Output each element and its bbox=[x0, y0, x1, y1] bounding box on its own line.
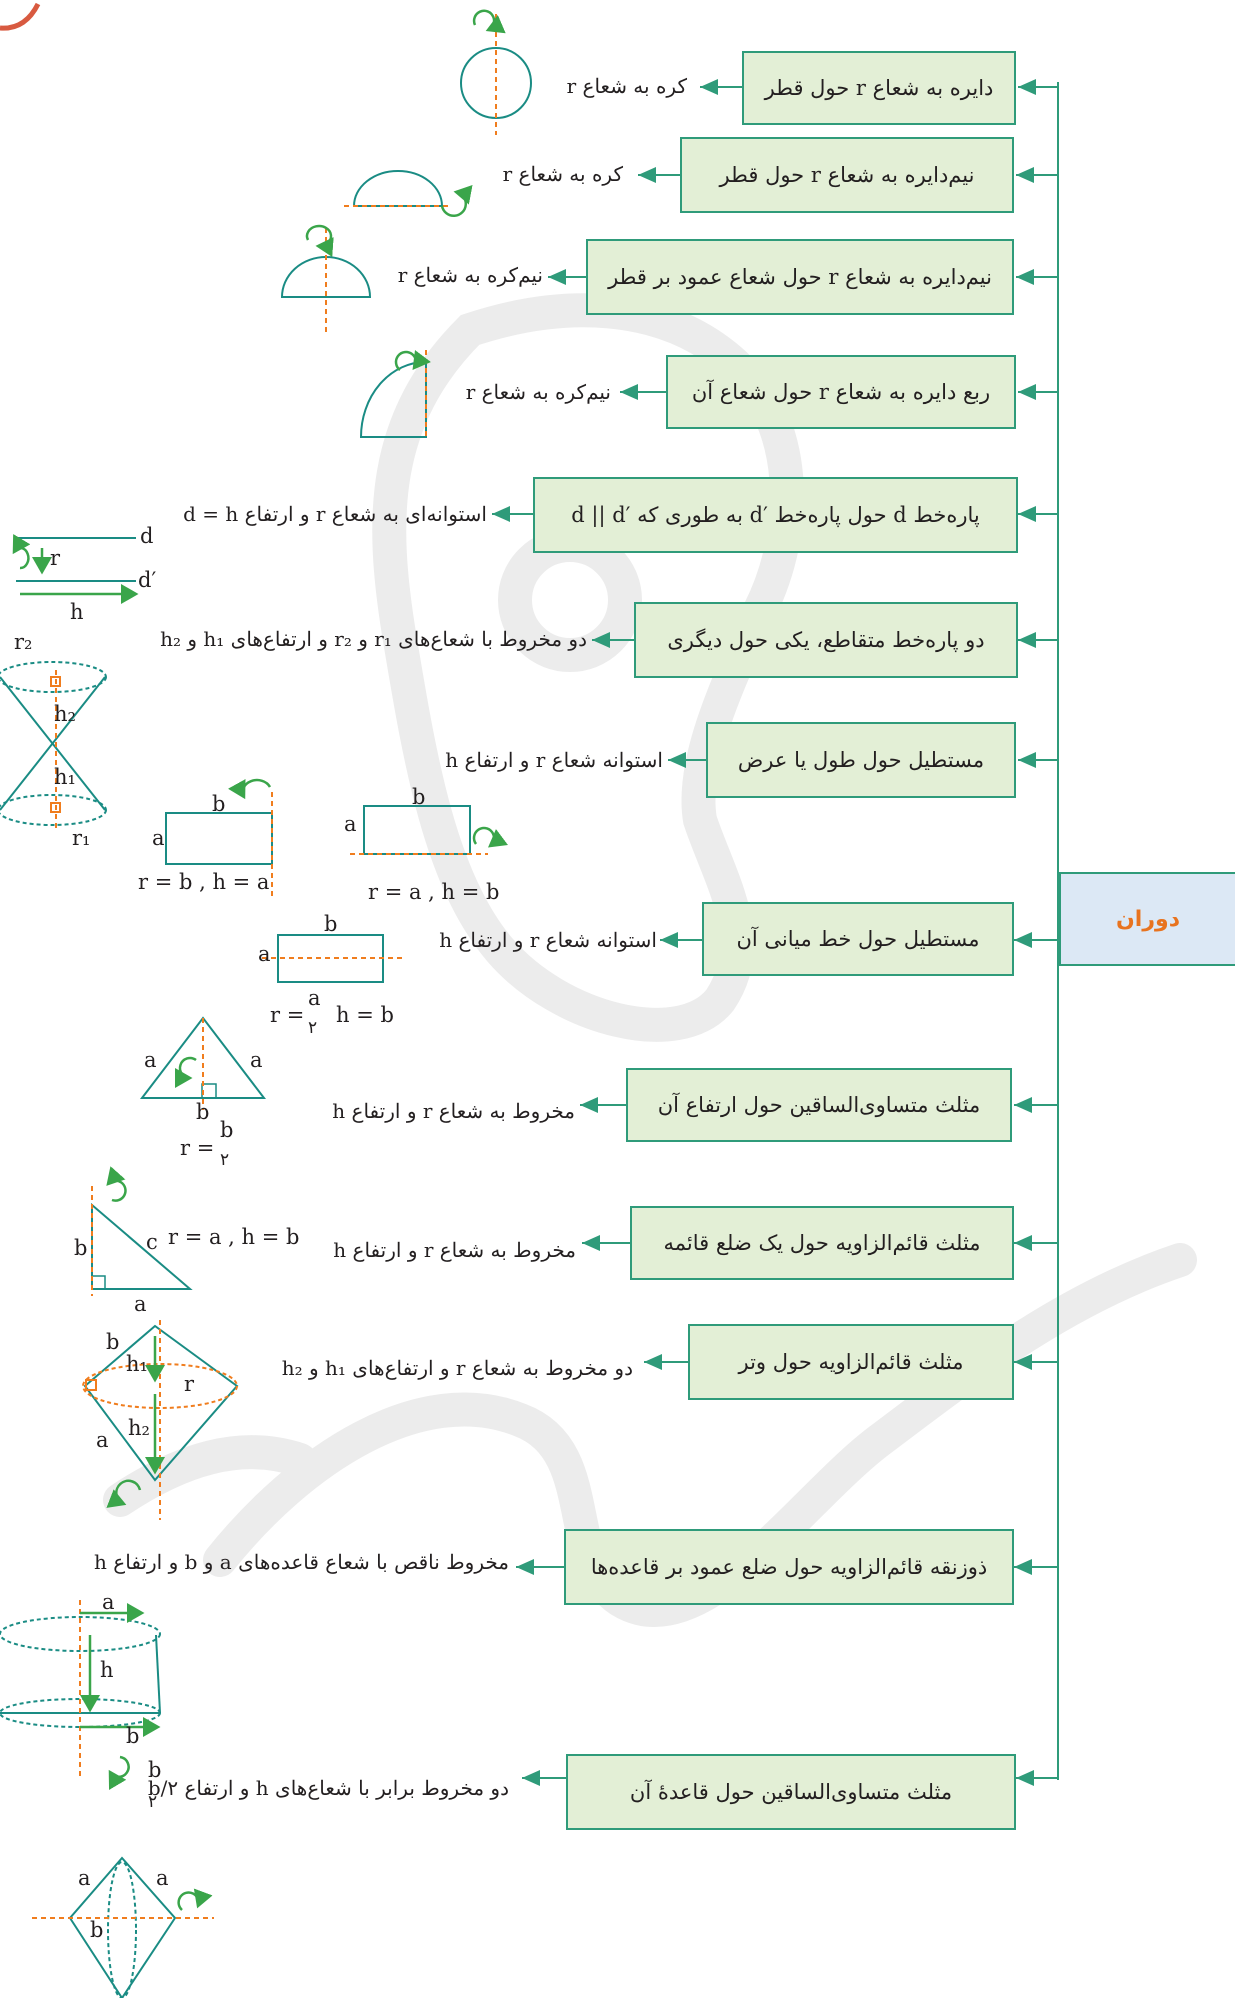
root-node: دوران bbox=[1059, 872, 1235, 966]
mid-r: r = bbox=[270, 1003, 305, 1027]
rect2-equation: r = a , h = b bbox=[368, 880, 500, 904]
mid-frac-den: ۲ bbox=[308, 1018, 318, 1038]
label-r: r bbox=[184, 1372, 195, 1396]
result-text-2: کره به شعاع r bbox=[502, 162, 623, 186]
rect1-equation: r = b , h = a bbox=[138, 870, 270, 894]
last-frac-num: b bbox=[148, 1758, 162, 1782]
rule-text: مستطیل حول طول یا عرض bbox=[737, 748, 985, 772]
mid-frac-num: a bbox=[308, 986, 321, 1010]
quarter-circle-shape bbox=[359, 360, 427, 438]
result-text-10: مخروط به شعاع r و ارتفاع h bbox=[333, 1238, 576, 1262]
rule-box-7: مستطیل حول طول یا عرض bbox=[706, 722, 1016, 798]
label-h2: h₂ bbox=[128, 1416, 150, 1440]
half-disk-shape bbox=[280, 256, 372, 298]
label-b: b bbox=[90, 1918, 104, 1942]
rule-text: نیم‌دایره به شعاع r حول شعاع عمود بر قطر bbox=[608, 265, 992, 289]
result-text-6: دو مخروط با شعاع‌های r₁ و r₂ و ارتفاع‌ها… bbox=[160, 627, 587, 651]
result-text-1: کره به شعاع r bbox=[566, 74, 687, 98]
label-b: b bbox=[212, 792, 226, 816]
result-text-3: نیم‌کره به شعاع r bbox=[397, 263, 543, 287]
right-equation: r = a , h = b bbox=[168, 1225, 300, 1249]
root-label: دوران bbox=[1116, 906, 1180, 932]
rule-text: مثلث قائم‌الزاویه حول وتر bbox=[738, 1350, 964, 1374]
rule-text: پاره‌خط d حول پاره‌خط ′d به طوری که ′d |… bbox=[571, 503, 980, 527]
result-text-5: استوانه‌ای به شعاع r و ارتفاع d = h bbox=[183, 502, 487, 526]
label-r2: r₂ bbox=[14, 630, 33, 654]
rule-box-2: نیم‌دایره به شعاع r حول قطر bbox=[680, 137, 1014, 213]
rule-text: نیم‌دایره به شعاع r حول قطر bbox=[719, 163, 975, 187]
rule-text: مثلث متساوی‌الساقین حول قاعدهٔ آن bbox=[629, 1780, 953, 1804]
label-b: b bbox=[106, 1330, 120, 1354]
label-r1: r₁ bbox=[72, 826, 91, 850]
semicircle-shape bbox=[352, 170, 444, 207]
result-text-4: نیم‌کره به شعاع r bbox=[465, 380, 611, 404]
label-h: h bbox=[100, 1658, 114, 1682]
rule-box-3: نیم‌دایره به شعاع r حول شعاع عمود بر قطر bbox=[586, 239, 1014, 315]
label-a: a bbox=[156, 1866, 169, 1890]
label-b: b bbox=[196, 1100, 210, 1124]
rule-text: دایره به شعاع r حول قطر bbox=[764, 76, 994, 100]
rule-box-9: مثلث متساوی‌الساقین حول ارتفاع آن bbox=[626, 1068, 1012, 1142]
label-a: a bbox=[250, 1048, 263, 1072]
rule-text: دو پاره‌خط متقاطع، یکی حول دیگری bbox=[667, 628, 985, 652]
result-text-12: مخروط ناقص با شعاع قاعده‌های a و b و ارت… bbox=[94, 1550, 509, 1574]
rule-box-5: پاره‌خط d حول پاره‌خط ′d به طوری که ′d |… bbox=[533, 477, 1018, 553]
rule-box-11: مثلث قائم‌الزاویه حول وتر bbox=[688, 1324, 1014, 1400]
label-a: a bbox=[134, 1292, 147, 1316]
label-h1: h₁ bbox=[126, 1352, 148, 1376]
rule-text: ذوزنقه قائم‌الزاویه حول ضلع عمود بر قاعد… bbox=[590, 1555, 988, 1579]
result-text-13: دو مخروط برابر با شعاع‌های h و ارتفاع b/… bbox=[147, 1776, 509, 1800]
label-h1: h₁ bbox=[54, 765, 76, 789]
label-h2: h₂ bbox=[54, 702, 76, 726]
rule-box-10: مثلث قائم‌الزاویه حول یک ضلع قائمه bbox=[630, 1206, 1014, 1280]
label-r: r bbox=[50, 546, 61, 570]
tree-spine bbox=[1057, 82, 1059, 1780]
iso-frac-num: b bbox=[220, 1118, 234, 1142]
last-frac-den: ۲ bbox=[148, 1792, 158, 1812]
label-a: a bbox=[144, 1048, 157, 1072]
rule-box-6: دو پاره‌خط متقاطع، یکی حول دیگری bbox=[634, 602, 1018, 678]
label-b: b bbox=[324, 912, 338, 936]
rule-box-1: دایره به شعاع r حول قطر bbox=[742, 51, 1016, 125]
label-d: d bbox=[140, 524, 154, 548]
rule-box-4: ربع دایره به شعاع r حول شعاع آن bbox=[666, 355, 1016, 429]
label-a: a bbox=[96, 1428, 109, 1452]
iso-frac-den: ۲ bbox=[220, 1150, 230, 1170]
result-text-11: دو مخروط به شعاع r و ارتفاع‌های h₁ و h₂ bbox=[281, 1356, 633, 1380]
mid-h: h = b bbox=[336, 1003, 394, 1027]
result-text-9: مخروط به شعاع r و ارتفاع h bbox=[332, 1099, 575, 1123]
label-a: a bbox=[78, 1866, 91, 1890]
label-b: b bbox=[74, 1236, 88, 1260]
rule-box-13: مثلث متساوی‌الساقین حول قاعدهٔ آن bbox=[566, 1754, 1016, 1830]
label-a: a bbox=[102, 1590, 115, 1614]
label-h: h bbox=[70, 600, 84, 624]
rule-box-12: ذوزنقه قائم‌الزاویه حول ضلع عمود بر قاعد… bbox=[564, 1529, 1014, 1605]
label-c: c bbox=[146, 1230, 158, 1254]
label-a: a bbox=[152, 826, 165, 850]
label-a: a bbox=[344, 812, 357, 836]
rule-text: مثلث قائم‌الزاویه حول یک ضلع قائمه bbox=[663, 1231, 981, 1255]
label-d-prime: d′ bbox=[138, 568, 157, 592]
rule-text: ربع دایره به شعاع r حول شعاع آن bbox=[691, 380, 991, 404]
result-text-7: استوانه شعاع r و ارتفاع h bbox=[445, 748, 663, 772]
label-b: b bbox=[412, 785, 426, 809]
result-text-8: استوانه شعاع r و ارتفاع h bbox=[439, 928, 657, 952]
iso-r: r = bbox=[180, 1136, 215, 1160]
sphere-circle bbox=[460, 47, 532, 119]
rule-box-8: مستطیل حول خط میانی آن bbox=[702, 902, 1014, 976]
label-a: a bbox=[258, 942, 271, 966]
rule-text: مثلث متساوی‌الساقین حول ارتفاع آن bbox=[657, 1093, 981, 1117]
label-b: b bbox=[126, 1724, 140, 1748]
rule-text: مستطیل حول خط میانی آن bbox=[736, 927, 980, 951]
